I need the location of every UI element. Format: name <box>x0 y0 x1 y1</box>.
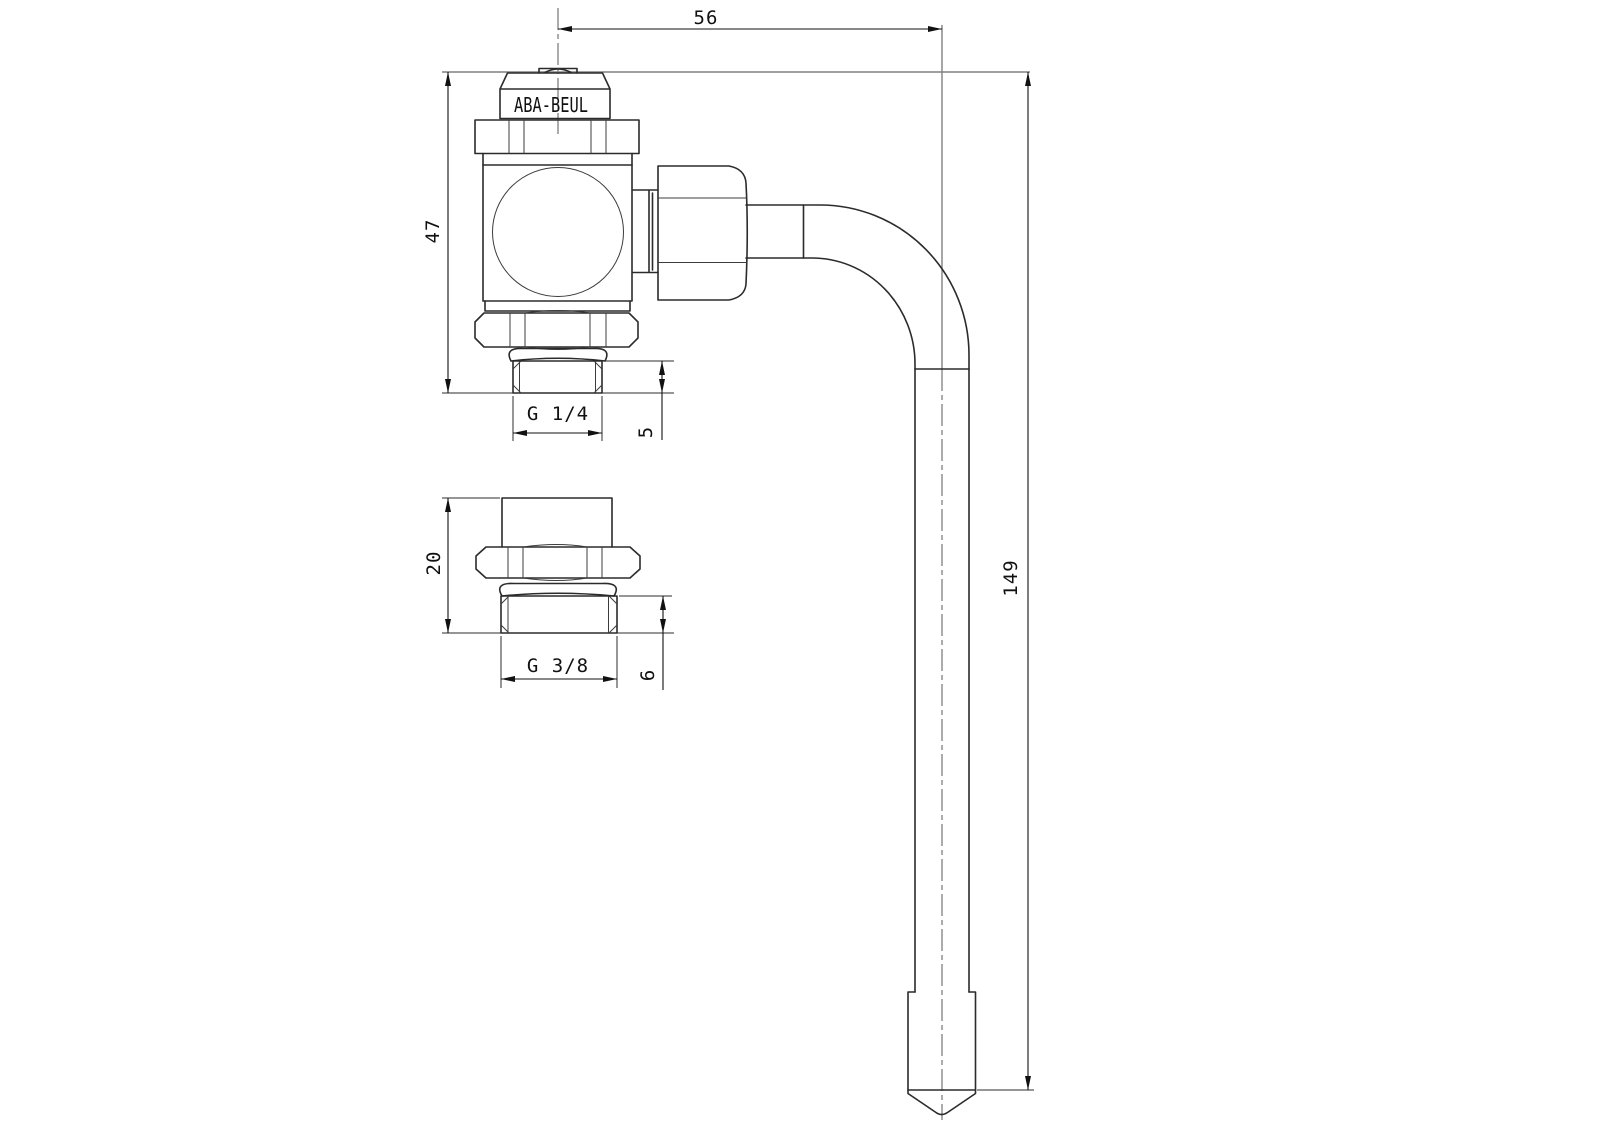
dimension-g38: G 3/8 <box>501 655 617 682</box>
side-collar <box>632 189 659 274</box>
arrow-right <box>928 26 942 32</box>
dimension-20: 20 <box>423 498 451 633</box>
tube-bend-inner <box>802 257 916 370</box>
side-union-nut <box>657 165 749 301</box>
valve-bottom-hex-nut <box>474 310 639 350</box>
dim-56-label: 56 <box>694 7 719 29</box>
adapter-cylinder <box>501 497 613 548</box>
immersion-tube <box>802 204 977 1116</box>
thread-g38-label: G 3/8 <box>527 655 589 677</box>
tube-straight <box>914 368 970 993</box>
valve-cap <box>499 72 611 120</box>
adapter-front-view <box>475 497 641 634</box>
valve-washer-collar <box>508 347 608 362</box>
dimension-56: 56 <box>558 7 942 32</box>
thread-g14-label: G 1/4 <box>527 403 589 425</box>
valve-thread-stub-g14 <box>512 360 603 394</box>
tube-stub <box>745 204 805 259</box>
valve-neck-upper <box>482 152 633 166</box>
valve-body-circle <box>492 167 624 297</box>
adapter-thread-stub-g38 <box>500 595 618 634</box>
dim-6-label: 6 <box>637 669 659 681</box>
dim-47-label: 47 <box>422 219 444 244</box>
vent-screw-slot <box>544 68 572 74</box>
valve-body <box>482 164 633 302</box>
extension-lines <box>442 25 1034 1091</box>
dimension-g14: G 1/4 <box>513 403 602 436</box>
centerlines <box>557 8 943 1120</box>
arrow-left <box>558 26 572 32</box>
valve-top-hex-nut <box>474 119 640 155</box>
adapter-washer-collar <box>498 582 618 597</box>
dim-149-label: 149 <box>1000 559 1022 596</box>
dimension-149: 149 <box>1000 72 1031 1090</box>
dim-5-label: 5 <box>635 426 657 438</box>
valve-front-view: ABA-BEUL <box>474 67 805 394</box>
valve-neck-lower <box>484 300 631 312</box>
dimension-6: 6 <box>637 596 666 690</box>
dimension-5: 5 <box>635 361 665 440</box>
brand-label: ABA-BEUL <box>514 93 588 117</box>
dim-20-label: 20 <box>423 551 445 576</box>
adapter-hex-nut <box>475 544 641 581</box>
dimension-47: 47 <box>422 72 451 393</box>
tube-bend-outer <box>802 204 970 370</box>
probe-tip <box>907 991 977 1116</box>
